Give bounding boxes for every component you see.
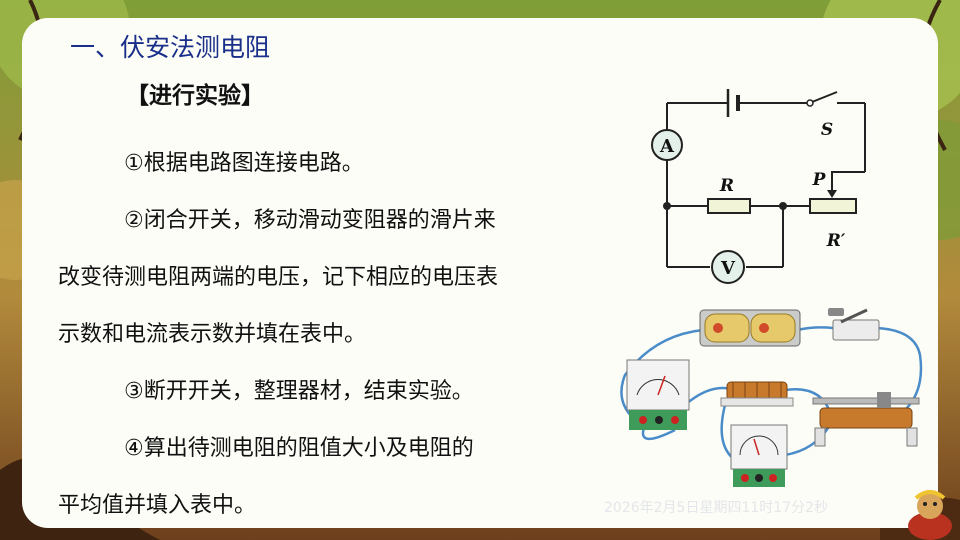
monkey-mascot xyxy=(908,490,952,540)
voltmeter-symbol: V xyxy=(711,250,745,284)
resistor-symbol xyxy=(707,198,751,214)
rheostat-device xyxy=(812,392,920,447)
ammeter-symbol: A xyxy=(651,129,683,161)
slider-arrowhead xyxy=(827,190,837,198)
junction-node xyxy=(663,202,671,210)
slide-title: 一、伏安法测电阻 xyxy=(70,33,271,62)
switch-label: S xyxy=(821,120,833,140)
step-1-text: ①根据电路图连接电路。 xyxy=(124,151,364,176)
step-2-continued-text: 改变待测电阻两端的电压，记下相应的电压表 xyxy=(58,265,499,290)
apparatus-illustration xyxy=(620,308,923,487)
switch-symbol xyxy=(806,91,838,107)
rheostat-symbol xyxy=(809,198,857,214)
ammeter-label: A xyxy=(659,136,675,157)
step-2-end-text: 示数和电流表示数并填在表中。 xyxy=(58,322,367,347)
circuit-diagram: A V S R P R′ xyxy=(651,89,866,284)
step-4-text: ④算出待测电阻的阻值大小及电阻的 xyxy=(124,436,474,461)
ammeter-device xyxy=(626,359,690,430)
voltmeter-device xyxy=(730,424,788,487)
step-4-end-text: 平均值并填入表中。 xyxy=(58,493,257,518)
junction-node xyxy=(779,202,787,210)
timestamp-watermark: 2026年2月5日星期四11时17分2秒 xyxy=(604,500,828,516)
section-subheading: 【进行实验】 xyxy=(126,83,264,109)
voltmeter-label: V xyxy=(720,258,736,279)
rheostat-label: R′ xyxy=(826,231,846,251)
step-2-text: ②闭合开关，移动滑动变阻器的滑片来 xyxy=(124,208,496,233)
slider-label: P xyxy=(812,170,827,190)
battery-pack xyxy=(699,309,801,347)
fixed-resistor-device xyxy=(720,381,794,407)
resistor-label: R xyxy=(719,176,734,196)
knife-switch xyxy=(828,308,880,341)
step-3-text: ③断开开关，整理器材，结束实验。 xyxy=(124,379,474,404)
